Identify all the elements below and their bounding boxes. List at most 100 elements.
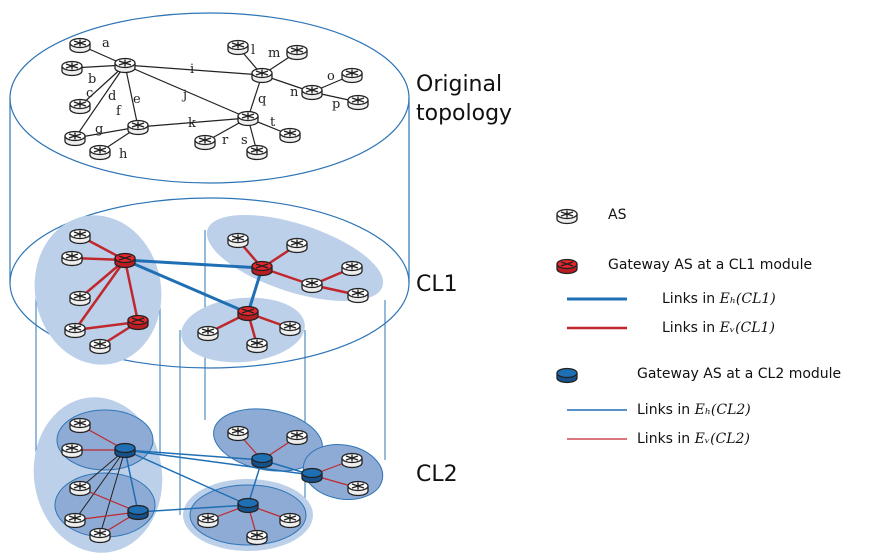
router-icon: [347, 480, 369, 497]
legend-v-cl1-label: Links in Eᵥ(CL1): [662, 320, 775, 336]
node-letter: q: [258, 92, 266, 107]
gateway-router-blue-icon: [237, 497, 259, 514]
router-icon: [69, 98, 91, 115]
legend-gateway-cl1-label: Gateway AS at a CL1 module: [608, 257, 813, 273]
legend-v-cl1-prefix: Links in: [662, 320, 720, 336]
node-letter: r: [222, 133, 229, 148]
router-icon: [227, 39, 249, 56]
layer-label-original: Original topology: [416, 70, 512, 128]
router-icon: [197, 512, 219, 529]
node-letter: s: [241, 133, 248, 148]
router-icon: [61, 442, 83, 459]
router-icon: [61, 60, 83, 77]
router-icon: [69, 228, 91, 245]
node-letter: n: [290, 85, 299, 100]
router-icon: [69, 290, 91, 307]
cylinder-outline: [9, 12, 410, 369]
node-letter: i: [190, 62, 194, 77]
legend-v-cl2-prefix: Links in: [637, 431, 695, 447]
router-icon: [227, 232, 249, 249]
router-icon: [246, 337, 268, 354]
node-letter: h: [119, 147, 128, 162]
layer-label-cl2: CL2: [416, 462, 458, 487]
router-icon: [194, 134, 216, 151]
router-icon: [246, 144, 268, 161]
router-icon: [286, 44, 308, 61]
router-icon: [286, 429, 308, 446]
node-letter: t: [270, 115, 276, 130]
router-icon: [114, 57, 136, 74]
router-icon: [127, 119, 149, 136]
router-icon: [279, 127, 301, 144]
node-letter: l: [251, 43, 255, 58]
legend-as-router-icon: [556, 208, 578, 225]
router-icon: [246, 529, 268, 546]
router-icon: [69, 480, 91, 497]
legend-as-label: AS: [608, 207, 627, 223]
legend-v-cl1-math: Eᵥ(CL1): [719, 320, 775, 336]
router-icon: [341, 67, 363, 84]
router-icon: [89, 144, 111, 161]
router-icon: [301, 277, 323, 294]
legend-gateway-cl2-icon: [556, 367, 578, 384]
node-letter: c: [86, 86, 93, 101]
layer-label-original-line1: Original: [416, 72, 503, 97]
router-icon: [69, 37, 91, 54]
node-letter: e: [133, 92, 141, 107]
node-letter: k: [188, 116, 196, 131]
gateway-router-blue-icon: [251, 452, 273, 469]
node-letter: j: [181, 88, 187, 103]
gateway-router-red-icon: [237, 305, 259, 322]
router-icon: [69, 417, 91, 434]
node-letter: g: [95, 122, 103, 137]
router-icon: [347, 287, 369, 304]
node-letter: f: [116, 104, 122, 119]
router-icon: [61, 250, 83, 267]
router-icon: [251, 67, 273, 84]
legend-gateway-cl1-icon: [556, 258, 578, 275]
node-letter: a: [102, 36, 110, 51]
router-icon: [347, 94, 369, 111]
legend-h-cl2-label: Links in Eₕ(CL2): [637, 402, 751, 418]
legend-h-cl1-prefix: Links in: [662, 291, 720, 307]
router-icon: [64, 322, 86, 339]
gateway-router-blue-icon: [114, 442, 136, 459]
node-letter: m: [268, 46, 280, 61]
router-icon: [341, 260, 363, 277]
router-icon: [64, 130, 86, 147]
gateway-router-blue-icon: [127, 504, 149, 521]
legend-v-cl2-math: Eᵥ(CL2): [694, 431, 750, 447]
gateway-router-red-icon: [127, 314, 149, 331]
gateway-router-red-icon: [251, 260, 273, 277]
node-letters: a b c d e f g h i j k l m n o p q r s t: [86, 36, 340, 162]
router-icon: [237, 110, 259, 127]
gateway-router-red-icon: [114, 252, 136, 269]
router-icon: [301, 84, 323, 101]
router-icon: [227, 425, 249, 442]
node-letter: b: [88, 72, 96, 87]
legend-h-cl1-label: Links in Eₕ(CL1): [662, 291, 776, 307]
gateway-router-blue-icon: [301, 467, 323, 484]
cl2-inner-clusters: [54, 408, 384, 546]
legend-h-cl2-math: Eₕ(CL2): [694, 402, 751, 418]
legend-h-cl2-prefix: Links in: [637, 402, 695, 418]
layer-label-original-line2: topology: [416, 101, 513, 126]
node-letter: p: [332, 97, 340, 112]
legend-gateway-cl2-label: Gateway AS at a CL2 module: [637, 366, 842, 382]
router-icon: [279, 320, 301, 337]
node-letter: d: [108, 89, 116, 104]
router-icon: [89, 338, 111, 355]
cl1-gateway-routers: [114, 252, 273, 331]
node-letter: o: [327, 69, 335, 84]
legend-symbols: [556, 208, 627, 440]
legend-v-cl2-label: Links in Eᵥ(CL2): [637, 431, 750, 447]
cl2-gateway-routers: [114, 442, 323, 521]
router-icon: [197, 325, 219, 342]
router-icon: [279, 512, 301, 529]
router-icon: [89, 527, 111, 544]
router-icon: [286, 237, 308, 254]
layer-label-cl1: CL1: [416, 272, 458, 297]
legend-h-cl1-math: Eₕ(CL1): [719, 291, 776, 307]
router-icon: [64, 512, 86, 529]
